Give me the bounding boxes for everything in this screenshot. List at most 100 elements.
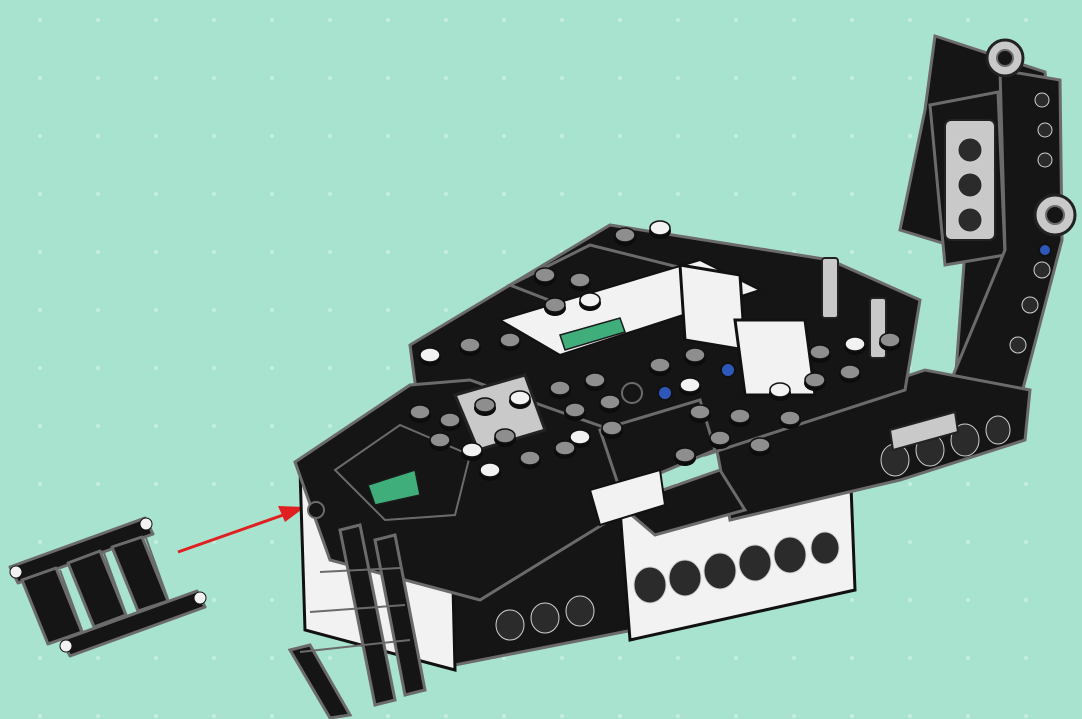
background-dot <box>444 714 448 718</box>
stud <box>839 365 861 383</box>
background-dot <box>1024 540 1028 544</box>
background-dot <box>560 656 564 660</box>
background-dot <box>270 598 274 602</box>
background-dot <box>908 482 912 486</box>
background-dot <box>38 308 42 312</box>
background-dot <box>38 192 42 196</box>
white-seat-rear <box>680 265 745 350</box>
stud <box>649 221 671 239</box>
background-dot <box>676 134 680 138</box>
background-dot <box>850 18 854 22</box>
background-dot <box>328 656 332 660</box>
stud <box>479 463 501 481</box>
background-dot <box>792 714 796 718</box>
background-dot <box>1024 656 1028 660</box>
background-dot <box>328 18 332 22</box>
background-dot <box>966 540 970 544</box>
background-dot <box>676 192 680 196</box>
background-dot <box>850 656 854 660</box>
background-dot <box>212 192 216 196</box>
stud <box>804 373 826 391</box>
background-dot <box>966 18 970 22</box>
background-dot <box>444 192 448 196</box>
background-dot <box>38 18 42 22</box>
background-dot <box>850 192 854 196</box>
background-dot <box>560 192 564 196</box>
background-dot <box>734 18 738 22</box>
background-dot <box>38 76 42 80</box>
background-dot <box>270 424 274 428</box>
background-dot <box>328 308 332 312</box>
background-dot <box>850 134 854 138</box>
background-dot <box>386 192 390 196</box>
background-dot <box>212 308 216 312</box>
background-dot <box>212 482 216 486</box>
background-dot <box>850 714 854 718</box>
background-dot <box>270 134 274 138</box>
background-dot <box>212 598 216 602</box>
background-dot <box>212 250 216 254</box>
background-dot <box>154 76 158 80</box>
background-dot <box>676 714 680 718</box>
stud <box>534 268 556 286</box>
background-dot <box>386 134 390 138</box>
background-dot <box>792 192 796 196</box>
background-dot <box>966 482 970 486</box>
stud <box>729 409 751 427</box>
background-dot <box>908 76 912 80</box>
stud <box>419 348 441 366</box>
background-dot <box>270 540 274 544</box>
background-dot <box>328 424 332 428</box>
stud <box>749 438 771 456</box>
stud <box>579 293 601 311</box>
background-dot <box>38 540 42 544</box>
background-dot <box>734 192 738 196</box>
background-dot <box>96 18 100 22</box>
background-dot <box>734 134 738 138</box>
background-dot <box>154 250 158 254</box>
background-dot <box>618 134 622 138</box>
background-dot <box>328 250 332 254</box>
stud <box>429 433 451 451</box>
background-dot <box>154 424 158 428</box>
background-dot <box>850 76 854 80</box>
background-dot <box>270 656 274 660</box>
background-dot <box>734 714 738 718</box>
background-dot <box>38 482 42 486</box>
stud <box>494 429 516 447</box>
background-dot <box>908 656 912 660</box>
background-dot <box>676 18 680 22</box>
background-dot <box>212 366 216 370</box>
background-dot <box>676 76 680 80</box>
background-dot <box>1024 598 1028 602</box>
background-dot <box>792 76 796 80</box>
background-dot <box>792 18 796 22</box>
background-dot <box>386 18 390 22</box>
background-dot <box>618 18 622 22</box>
background-dot <box>560 76 564 80</box>
background-dot <box>96 424 100 428</box>
background-dot <box>560 134 564 138</box>
stud <box>564 403 586 421</box>
background-dot <box>270 308 274 312</box>
background-dot <box>908 540 912 544</box>
background-dot <box>154 656 158 660</box>
background-dot <box>850 250 854 254</box>
stud <box>679 378 701 396</box>
stud <box>599 395 621 413</box>
stud <box>461 443 483 461</box>
background-dot <box>502 18 506 22</box>
background-dot <box>154 192 158 196</box>
background-dot <box>386 714 390 718</box>
background-dot <box>270 76 274 80</box>
background-dot <box>212 424 216 428</box>
background-dot <box>38 134 42 138</box>
background-dot <box>966 598 970 602</box>
background-dot <box>908 714 912 718</box>
background-dot <box>502 714 506 718</box>
background-dot <box>270 714 274 718</box>
background-dot <box>38 424 42 428</box>
background-dot <box>96 250 100 254</box>
stud <box>549 381 571 399</box>
